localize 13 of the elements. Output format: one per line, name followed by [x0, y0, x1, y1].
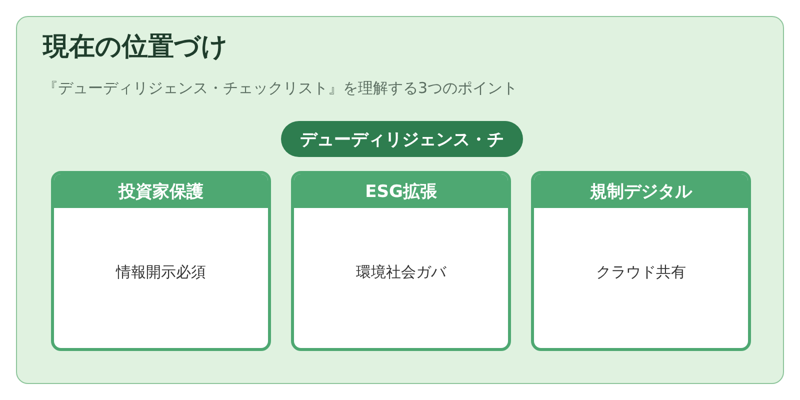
- subtitle: 『デューディリジェンス・チェックリスト』を理解する3つのポイント: [43, 79, 518, 98]
- card: [291, 171, 511, 351]
- card-text: クラウド共有: [596, 263, 686, 281]
- topic-banner: デューディリジェンス・チ: [281, 121, 523, 157]
- card-text: 情報開示必須: [116, 263, 206, 281]
- panel: [16, 16, 784, 384]
- card-text: 環境社会ガバ: [356, 263, 446, 281]
- title: 現在の位置づけ: [43, 31, 228, 64]
- card-header: 投資家保護: [54, 174, 268, 208]
- card-header: 規制デジタル: [534, 174, 748, 208]
- card: [51, 171, 271, 351]
- card-header: ESG拡張: [294, 174, 508, 208]
- card: [531, 171, 751, 351]
